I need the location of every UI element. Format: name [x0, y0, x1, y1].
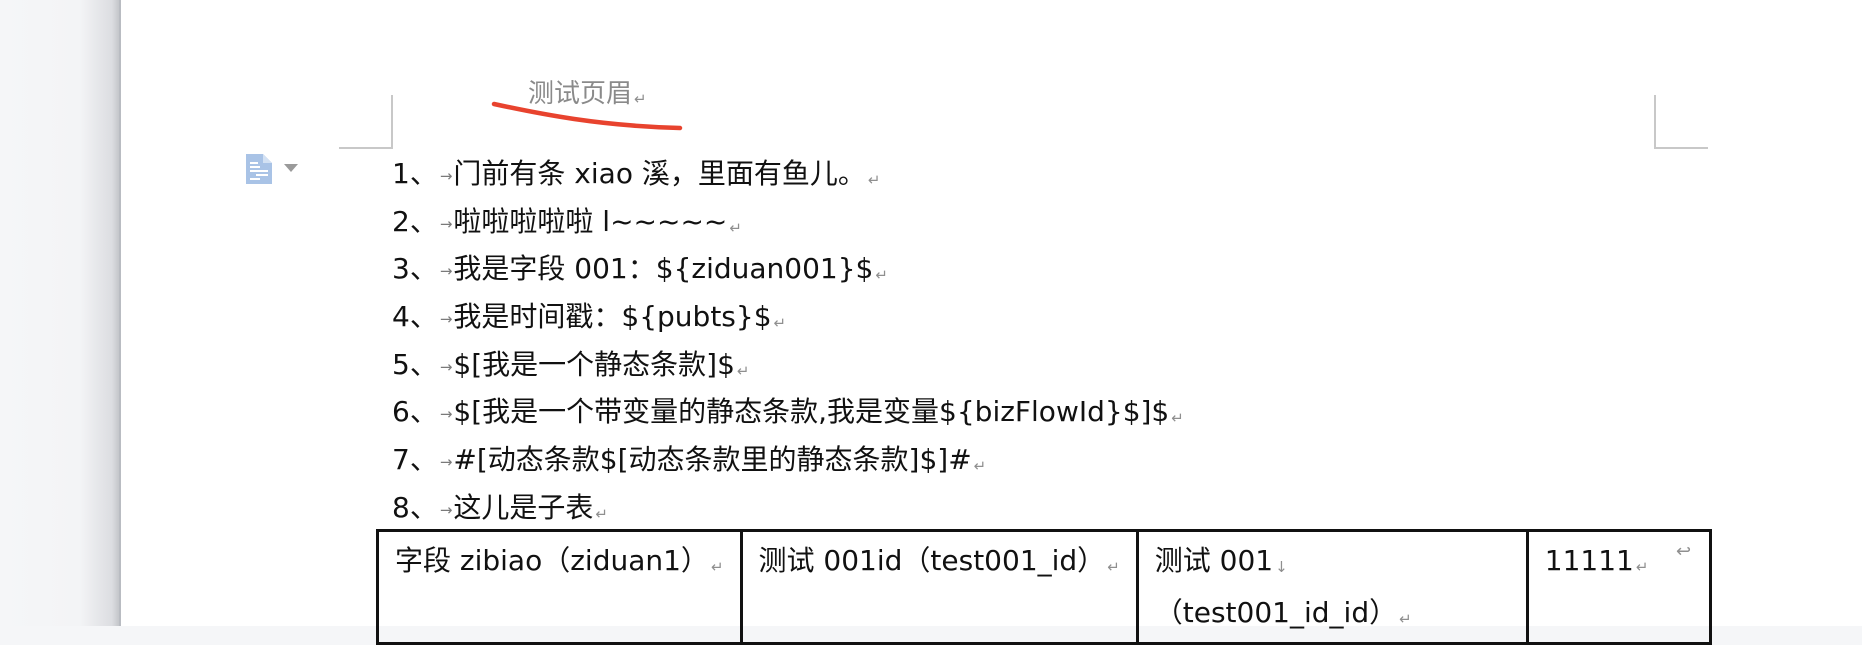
corner-mark-top-left-horizontal: [339, 147, 393, 149]
list-text: $[我是一个带变量的静态条款,我是变量${bizFlowId}$]$: [453, 395, 1170, 429]
table-cell[interactable]: 测试 001id（test001_id）↵: [739, 529, 1139, 645]
numbered-list: 1、→门前有条 xiao 溪，里面有鱼儿。↵ 2、→啦啦啦啦啦 l~~~~~↵ …: [392, 150, 1184, 532]
paragraph-layout-icon[interactable]: [246, 154, 272, 184]
cell-text: 字段 zibiao（ziduan1）: [395, 544, 709, 577]
header-text: 测试页眉: [528, 79, 633, 109]
table-row: 字段 zibiao（ziduan1）↵ 测试 001id（test001_id）…: [376, 529, 1712, 645]
list-number: 2、: [392, 204, 438, 238]
paragraph-mark-icon: ↵: [773, 314, 787, 333]
paragraph-mark-icon: ↵: [1399, 610, 1412, 628]
list-text: 这儿是子表: [453, 490, 594, 524]
list-number: 3、: [392, 252, 438, 286]
list-text: 我是字段 001：${ziduan001}$: [453, 252, 874, 286]
paragraph-mark-icon: ↵: [710, 558, 724, 576]
list-number: 7、: [392, 443, 438, 477]
cell-text: （test001_id_id）: [1154, 596, 1398, 629]
left-gutter: [0, 0, 119, 626]
list-number: 5、: [392, 347, 438, 381]
tab-mark-icon: →: [439, 500, 453, 519]
paragraph-mark-icon: ↵: [1171, 409, 1184, 428]
tab-mark-icon: →: [439, 357, 453, 376]
paragraph-mark-icon: ↵: [595, 504, 608, 523]
list-number: 1、: [392, 157, 438, 190]
list-text: 门前有条 xiao 溪，里面有鱼儿。: [453, 157, 866, 190]
list-item[interactable]: 7、→#[动态条款$[动态条款里的静态条款]$]#↵: [392, 436, 1184, 484]
paragraph-mark-icon: ↵: [736, 361, 750, 380]
paragraph-mark-icon: ↵: [867, 171, 881, 189]
paragraph-mark-icon: ↵: [1107, 558, 1120, 576]
list-number: 6、: [392, 395, 438, 429]
tab-mark-icon: →: [439, 453, 453, 472]
document-page[interactable]: [119, 0, 1862, 626]
list-number: 4、: [392, 300, 438, 334]
page-header[interactable]: 测试页眉↵: [528, 78, 647, 115]
list-text: 啦啦啦啦啦 l~~~~~: [453, 204, 728, 238]
list-item[interactable]: 2、→啦啦啦啦啦 l~~~~~↵: [392, 198, 1184, 246]
table-cell[interactable]: 字段 zibiao（ziduan1）↵: [376, 529, 743, 645]
tab-mark-icon: →: [439, 405, 453, 424]
list-item[interactable]: 6、→$[我是一个带变量的静态条款,我是变量${bizFlowId}$]$↵: [392, 388, 1184, 436]
paragraph-mark-icon: ↵: [1635, 558, 1649, 576]
list-item[interactable]: 8、→这儿是子表↵: [392, 484, 1184, 532]
list-number: 8、: [392, 490, 438, 524]
table-cell[interactable]: 测试 001↓ （test001_id_id）↵: [1135, 529, 1529, 645]
tab-mark-icon: →: [439, 310, 453, 329]
cell-text: 测试 001: [1154, 544, 1274, 577]
tab-mark-icon: →: [439, 167, 453, 185]
tab-mark-icon: →: [439, 262, 453, 281]
paragraph-mark-icon: ↵: [875, 266, 888, 285]
chevron-down-icon[interactable]: [284, 164, 298, 172]
paragraph-mark-icon: ↵: [634, 90, 647, 108]
list-text: $[我是一个静态条款]$: [453, 347, 735, 381]
red-annotation-stroke: [491, 101, 683, 131]
list-item[interactable]: 4、→我是时间戳：${pubts}$↵: [392, 293, 1184, 341]
subtable: 字段 zibiao（ziduan1）↵ 测试 001id（test001_id）…: [376, 529, 1712, 645]
cell-text: 测试 001id（test001_id）: [758, 544, 1106, 577]
list-text: #[动态条款$[动态条款里的静态条款]$]#: [453, 443, 972, 477]
list-text: 我是时间戳：${pubts}$: [453, 300, 772, 334]
row-end-mark-icon: ↩: [1676, 541, 1692, 562]
line-break-icon: ↓: [1275, 558, 1288, 576]
corner-mark-top-right-horizontal: [1654, 147, 1708, 149]
paragraph-mark-icon: ↵: [729, 218, 742, 237]
corner-mark-top-left-vertical: [391, 95, 393, 149]
cell-text: 11111: [1544, 544, 1634, 577]
list-item[interactable]: 1、→门前有条 xiao 溪，里面有鱼儿。↵: [392, 150, 1184, 198]
paragraph-mark-icon: ↵: [973, 457, 987, 476]
corner-mark-top-right-vertical: [1654, 95, 1656, 149]
tab-mark-icon: →: [439, 214, 453, 233]
list-item[interactable]: 3、→我是字段 001：${ziduan001}$↵: [392, 245, 1184, 293]
list-item[interactable]: 5、→$[我是一个静态条款]$↵: [392, 341, 1184, 389]
